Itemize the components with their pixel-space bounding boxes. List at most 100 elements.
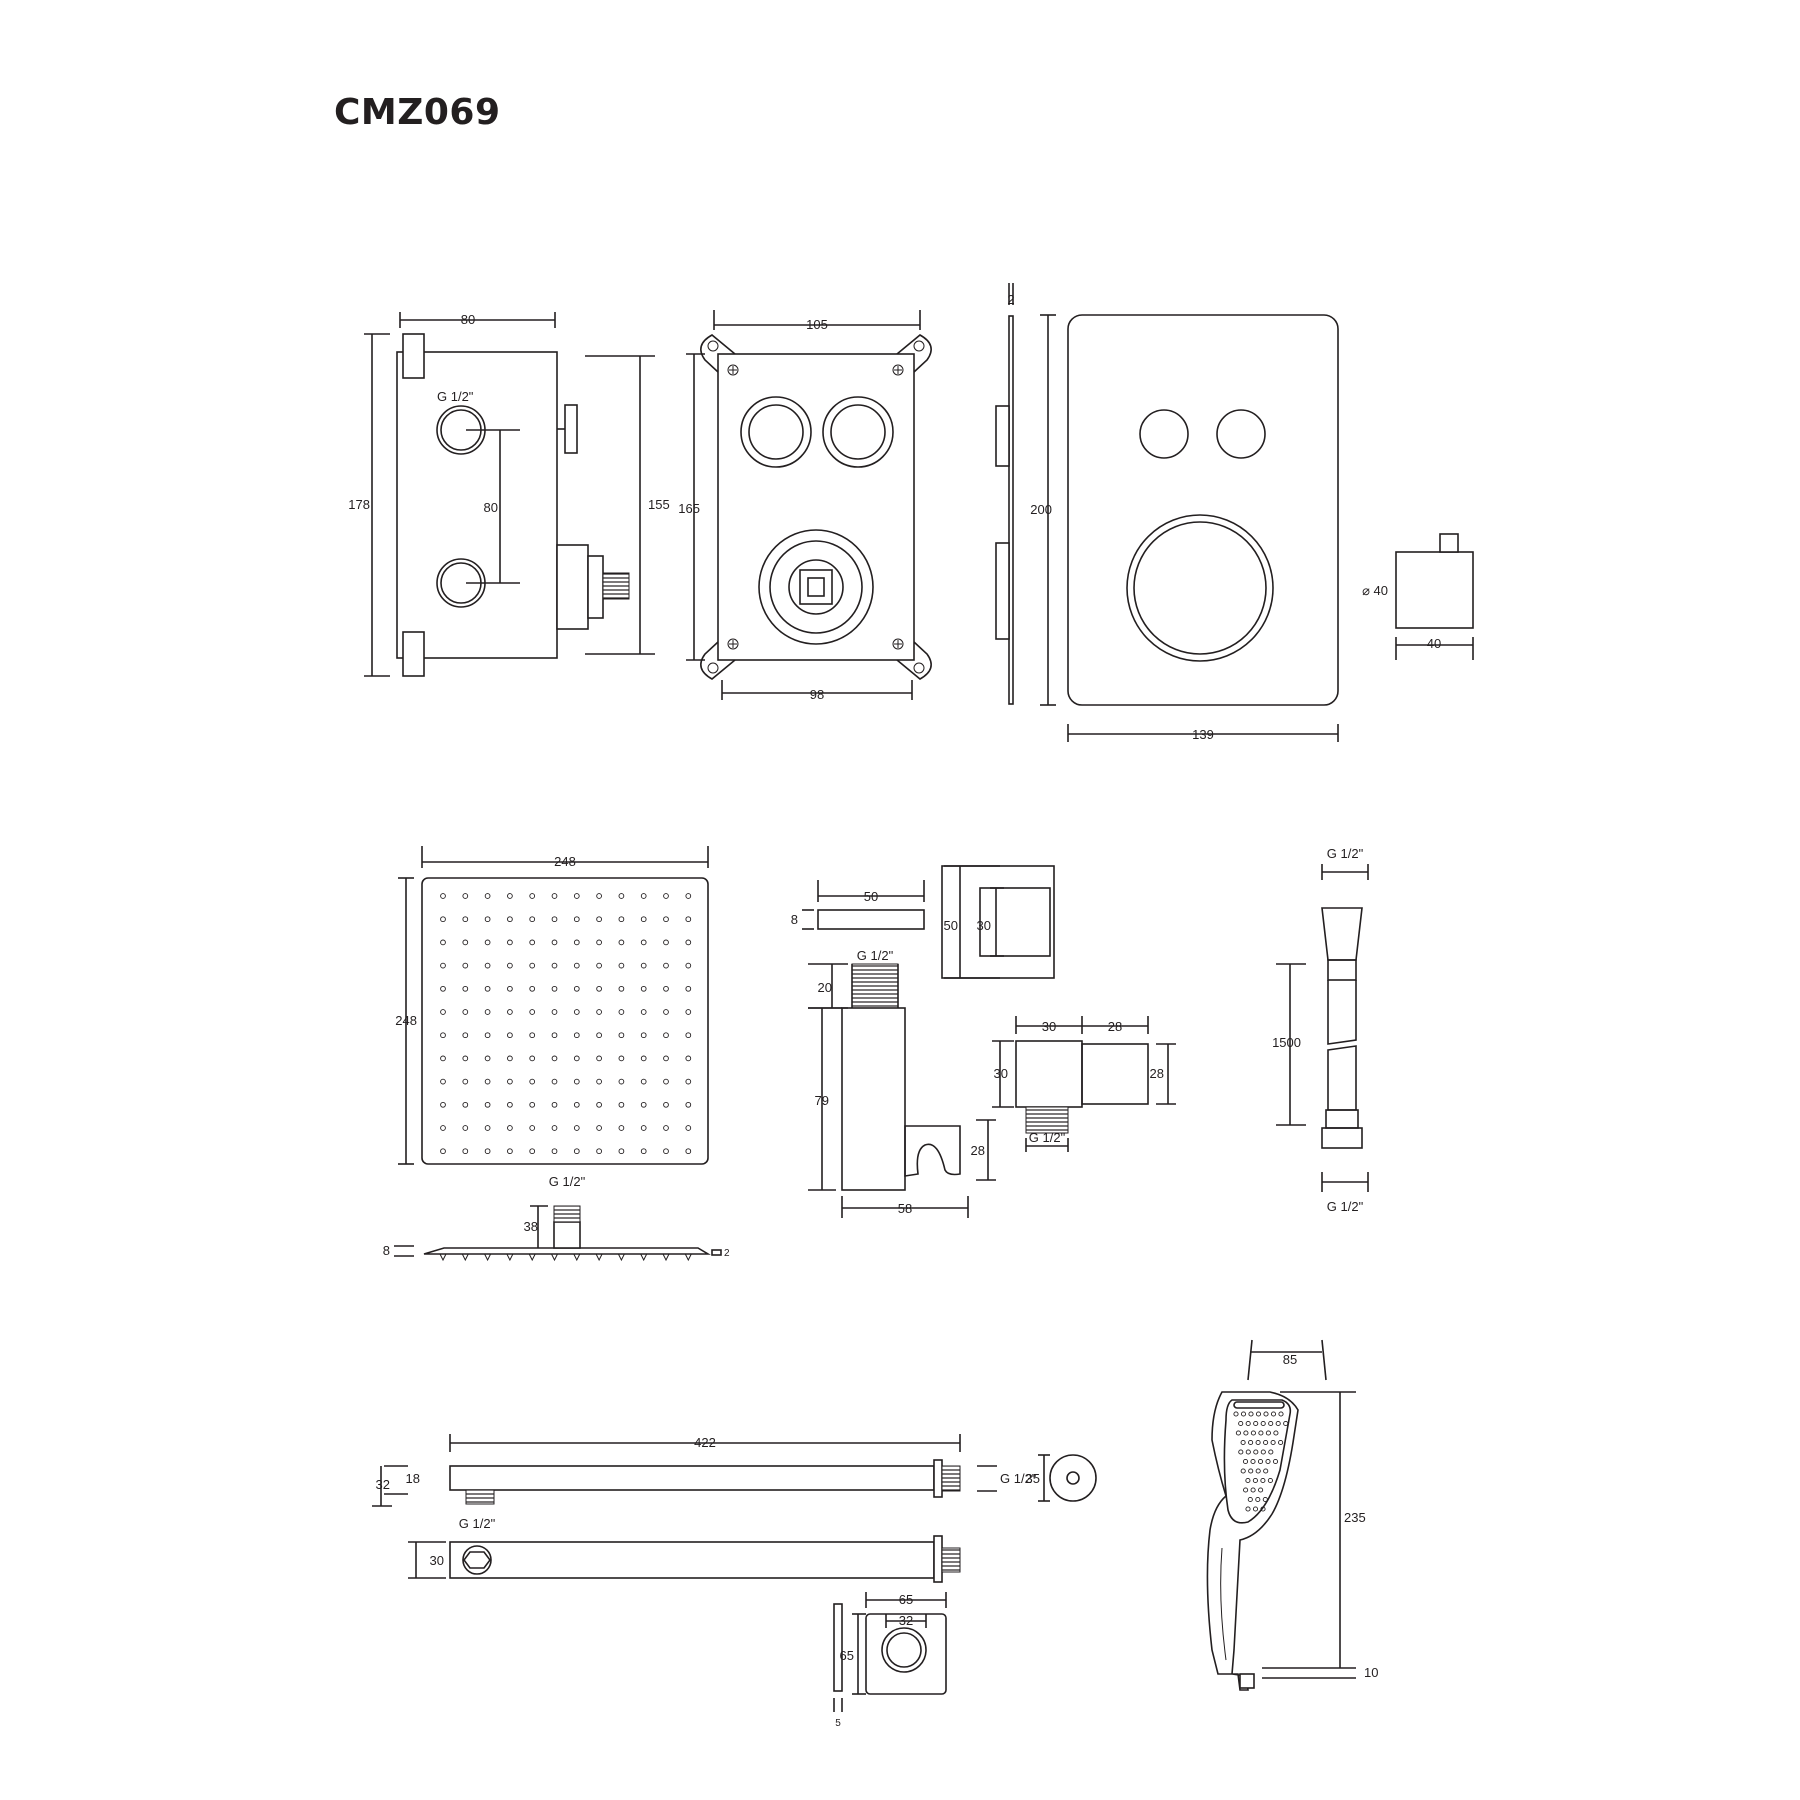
dim-cover-thickness: 2 xyxy=(1007,292,1014,307)
nozzle xyxy=(618,916,625,923)
hand-nozzle xyxy=(1258,1430,1264,1436)
nozzle xyxy=(573,1101,580,1108)
nozzle xyxy=(529,916,536,923)
dim-bracket-square-outer: 50 xyxy=(944,918,958,933)
side-nozzle xyxy=(506,1253,514,1262)
hand-nozzle xyxy=(1255,1439,1261,1446)
nozzle xyxy=(596,893,602,899)
nozzle xyxy=(440,1009,446,1015)
hose: G 1/2" 1500 G 1/2" xyxy=(1272,846,1369,1214)
nozzle xyxy=(529,985,536,992)
hand-nozzle xyxy=(1248,1439,1254,1446)
nozzle xyxy=(618,893,625,899)
nozzle xyxy=(640,985,647,992)
dim-flange-width: 65 xyxy=(899,1592,913,1607)
nozzle xyxy=(596,1032,602,1039)
hand-nozzle xyxy=(1250,1430,1256,1436)
nozzle xyxy=(685,1032,692,1039)
dim-arm-height-total: 32 xyxy=(376,1477,390,1492)
nozzle xyxy=(440,1055,446,1062)
side-nozzle xyxy=(662,1253,670,1262)
nozzle xyxy=(462,1009,469,1015)
nozzle xyxy=(462,893,469,899)
hand-nozzle xyxy=(1278,1439,1284,1446)
nozzle xyxy=(484,916,491,923)
label-hose-top-thread: G 1/2" xyxy=(1327,846,1364,861)
nozzle xyxy=(529,1101,536,1108)
nozzle xyxy=(462,916,469,923)
hand-nozzle xyxy=(1248,1468,1254,1474)
nozzle xyxy=(507,916,513,923)
nozzle xyxy=(462,985,469,992)
nozzle xyxy=(551,893,558,899)
hand-nozzle xyxy=(1248,1411,1254,1417)
hand-nozzle xyxy=(1240,1468,1246,1474)
dim-outlet-body-width: 30 xyxy=(1042,1019,1056,1034)
nozzle xyxy=(551,1078,558,1085)
nozzle xyxy=(685,893,692,899)
hand-shower: 85 235 10 xyxy=(1206,1339,1378,1691)
hand-nozzle xyxy=(1268,1449,1274,1455)
nozzle xyxy=(507,985,513,992)
nozzle xyxy=(529,893,536,899)
nozzle xyxy=(685,1055,692,1062)
arm-flange: 5 65 32 65 xyxy=(833,1592,947,1729)
side-nozzle xyxy=(484,1253,492,1262)
nozzle xyxy=(663,1032,669,1039)
hand-nozzle xyxy=(1265,1430,1271,1436)
nozzle xyxy=(551,1055,558,1062)
nozzle xyxy=(573,1125,580,1131)
nozzle xyxy=(440,1125,446,1131)
nozzle xyxy=(640,1032,647,1039)
nozzle xyxy=(529,1148,536,1155)
nozzle xyxy=(440,1101,446,1108)
dim-head-thickness: 8 xyxy=(383,1243,390,1258)
hand-nozzle-grid xyxy=(1233,1411,1289,1512)
cover-plate: 2 200 139 xyxy=(995,283,1339,742)
label-outlet-thread: G 1/2" xyxy=(1029,1130,1066,1145)
dim-cover-width: 139 xyxy=(1192,727,1214,742)
nozzle xyxy=(551,1101,558,1108)
hand-nozzle xyxy=(1283,1420,1289,1427)
dim-bracket-square-inner: 30 xyxy=(977,918,991,933)
nozzle xyxy=(484,1148,491,1155)
side-nozzle xyxy=(595,1253,603,1262)
nozzle xyxy=(663,1148,669,1155)
nozzle xyxy=(618,985,625,992)
nozzle xyxy=(484,1078,491,1085)
side-nozzles xyxy=(439,1253,692,1262)
shower-head: 248 248 38 G 1/2" 8 2 xyxy=(383,846,730,1262)
nozzle xyxy=(529,1032,536,1039)
hand-nozzle xyxy=(1250,1458,1256,1465)
dim-bracket-plate-width: 50 xyxy=(864,889,878,904)
nozzle xyxy=(618,1032,625,1039)
hand-nozzle xyxy=(1265,1458,1271,1465)
dim-flange-thickness: 5 xyxy=(835,1718,841,1729)
hand-nozzle xyxy=(1255,1468,1261,1474)
nozzle xyxy=(685,939,692,946)
hand-nozzle xyxy=(1260,1449,1266,1455)
dim-flange-inner: 32 xyxy=(899,1613,913,1628)
nozzle xyxy=(462,1148,469,1155)
hand-nozzle xyxy=(1243,1487,1249,1493)
dim-head-width: 248 xyxy=(554,854,576,869)
nozzle xyxy=(663,939,669,946)
hand-nozzle xyxy=(1272,1458,1279,1465)
side-nozzle xyxy=(573,1253,581,1262)
dim-arm-tube: 18 xyxy=(406,1471,420,1486)
hand-nozzle xyxy=(1252,1506,1259,1512)
nozzle xyxy=(551,985,558,992)
dim-head-edge: 2 xyxy=(724,1248,730,1259)
label-inlet-thread: G 1/2" xyxy=(437,389,474,404)
nozzle xyxy=(507,1125,513,1131)
dim-flange-height: 65 xyxy=(840,1648,854,1663)
nozzle xyxy=(573,985,580,992)
nozzle xyxy=(529,1055,536,1062)
nozzle xyxy=(618,1125,625,1131)
nozzle xyxy=(507,893,513,899)
nozzle xyxy=(462,1125,469,1131)
nozzle xyxy=(529,1009,536,1015)
nozzle xyxy=(618,1101,625,1108)
nozzle xyxy=(507,1101,513,1108)
hand-nozzle xyxy=(1255,1496,1261,1503)
